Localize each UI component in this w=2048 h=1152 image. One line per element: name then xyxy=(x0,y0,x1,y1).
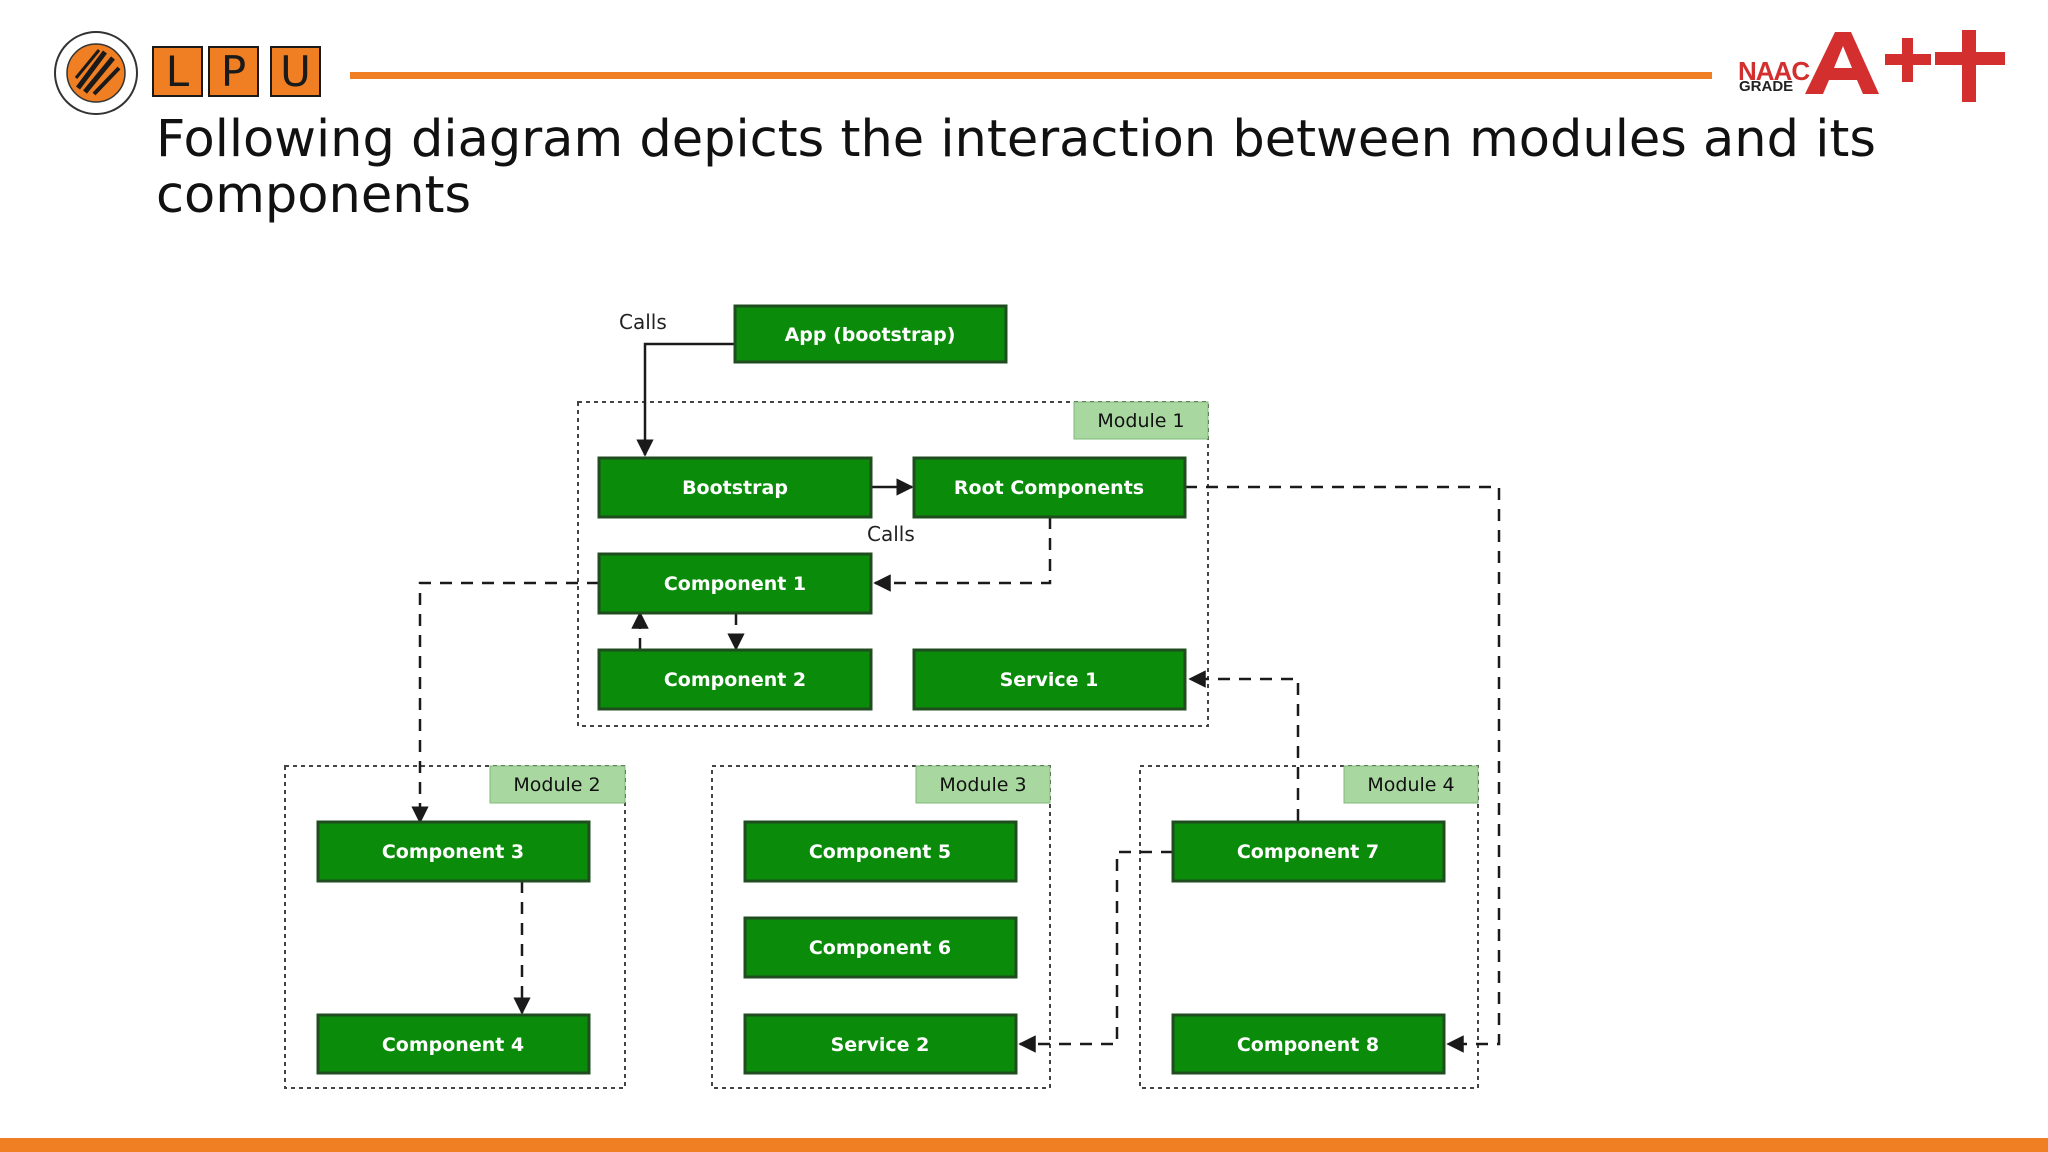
svg-text:Service 2: Service 2 xyxy=(831,1034,930,1056)
header-rule xyxy=(350,72,1712,79)
node-component-3: Component 3 xyxy=(316,820,591,883)
slide-header: L P U NAAC GRADE xyxy=(0,0,2048,120)
page-title: Following diagram depicts the interactio… xyxy=(156,110,1876,225)
svg-text:Root Components: Root Components xyxy=(954,477,1144,499)
node-app-bootstrap: App (bootstrap) xyxy=(733,304,1008,364)
naac-label: NAAC xyxy=(1738,56,1810,86)
edge-root-to-component1 xyxy=(873,517,1052,592)
svg-text:Component 6: Component 6 xyxy=(809,937,951,959)
edge-root-to-component8 xyxy=(1185,485,1501,1053)
edge-label-calls-mid: Calls xyxy=(867,522,915,546)
logo-letter-p: P xyxy=(208,46,259,97)
svg-text:Module 4: Module 4 xyxy=(1367,774,1454,796)
edge-component7-to-service2 xyxy=(1018,850,1173,1053)
module-2-label: Module 2 xyxy=(489,765,626,804)
module-3-label: Module 3 xyxy=(915,765,1051,804)
svg-text:Component 1: Component 1 xyxy=(664,573,806,595)
node-component-5: Component 5 xyxy=(743,820,1018,883)
node-service-1: Service 1 xyxy=(912,648,1187,711)
svg-text:Component 5: Component 5 xyxy=(809,841,951,863)
edge-label-calls-top: Calls xyxy=(619,310,667,334)
svg-text:Module 3: Module 3 xyxy=(939,774,1026,796)
module-1-label: Module 1 xyxy=(1073,401,1209,440)
node-bootstrap: Bootstrap xyxy=(597,456,873,519)
svg-text:App (bootstrap): App (bootstrap) xyxy=(785,324,956,346)
node-component-6: Component 6 xyxy=(743,916,1018,979)
svg-text:Component 2: Component 2 xyxy=(664,669,806,691)
naac-aplusplus-badge xyxy=(1805,30,2005,102)
module-4-label: Module 4 xyxy=(1343,765,1479,804)
node-service-2: Service 2 xyxy=(743,1013,1018,1075)
svg-text:Module 2: Module 2 xyxy=(513,774,600,796)
footer-accent-bar xyxy=(0,1138,2048,1152)
lpu-emblem-icon xyxy=(54,31,138,115)
node-root-components: Root Components xyxy=(912,456,1187,519)
logo-letter-u: U xyxy=(270,46,321,97)
edge-app-to-bootstrap xyxy=(636,342,735,457)
module-1-container xyxy=(577,401,1209,727)
edge-component1-to-component3 xyxy=(411,581,599,824)
edge-component7-to-service1 xyxy=(1188,670,1300,821)
node-component-2: Component 2 xyxy=(597,648,873,711)
svg-text:Component 3: Component 3 xyxy=(382,841,524,863)
module-4-container xyxy=(1139,765,1479,1089)
module-2-container xyxy=(284,765,626,1089)
node-component-8: Component 8 xyxy=(1171,1013,1446,1075)
svg-text:Service 1: Service 1 xyxy=(1000,669,1099,691)
node-component-7: Component 7 xyxy=(1171,820,1446,883)
svg-text:Component 8: Component 8 xyxy=(1237,1034,1379,1056)
svg-text:Component 7: Component 7 xyxy=(1237,841,1379,863)
svg-text:Bootstrap: Bootstrap xyxy=(682,477,788,499)
svg-text:Component 4: Component 4 xyxy=(382,1034,524,1056)
grade-label: GRADE xyxy=(1739,78,1794,95)
node-component-4: Component 4 xyxy=(316,1013,591,1075)
logo-letter-l: L xyxy=(152,46,203,97)
svg-text:Module 1: Module 1 xyxy=(1097,410,1184,432)
node-component-1: Component 1 xyxy=(597,552,873,615)
module-3-container xyxy=(711,765,1051,1089)
